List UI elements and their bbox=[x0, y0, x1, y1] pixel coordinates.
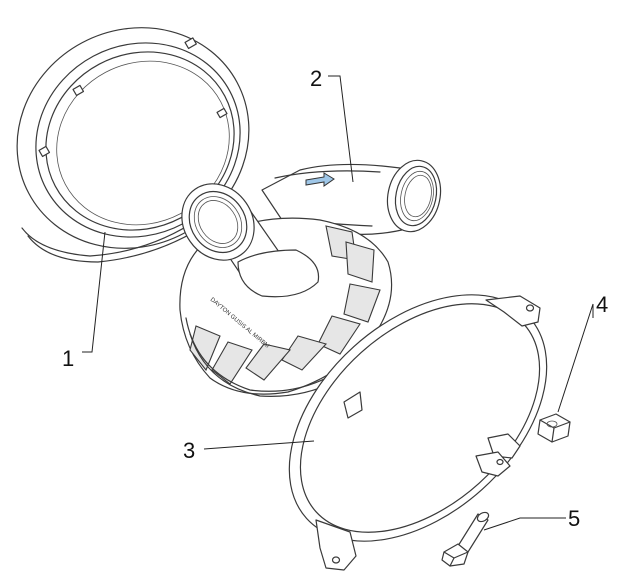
flow-arrow-icon bbox=[305, 172, 335, 187]
callout-3: 3 bbox=[183, 438, 195, 463]
part-5-bolt bbox=[441, 511, 490, 567]
callout-4: 4 bbox=[596, 292, 608, 317]
leader-line-5 bbox=[483, 517, 566, 531]
part-4-nut bbox=[537, 413, 571, 443]
callout-2: 2 bbox=[310, 66, 322, 91]
part-2-pump-housing: DAYTON GUSIS AL MIRBM bbox=[179, 159, 442, 397]
callout-1: 1 bbox=[62, 346, 74, 371]
leader-line-3 bbox=[203, 440, 315, 450]
leader-lines bbox=[82, 75, 594, 531]
leader-line-2 bbox=[328, 75, 354, 183]
housing-ribs bbox=[189, 225, 381, 385]
callout-5: 5 bbox=[568, 506, 580, 531]
part-3-clamp-band bbox=[288, 294, 548, 571]
leader-line-4 bbox=[557, 303, 594, 413]
leader-line-1 bbox=[82, 231, 106, 353]
